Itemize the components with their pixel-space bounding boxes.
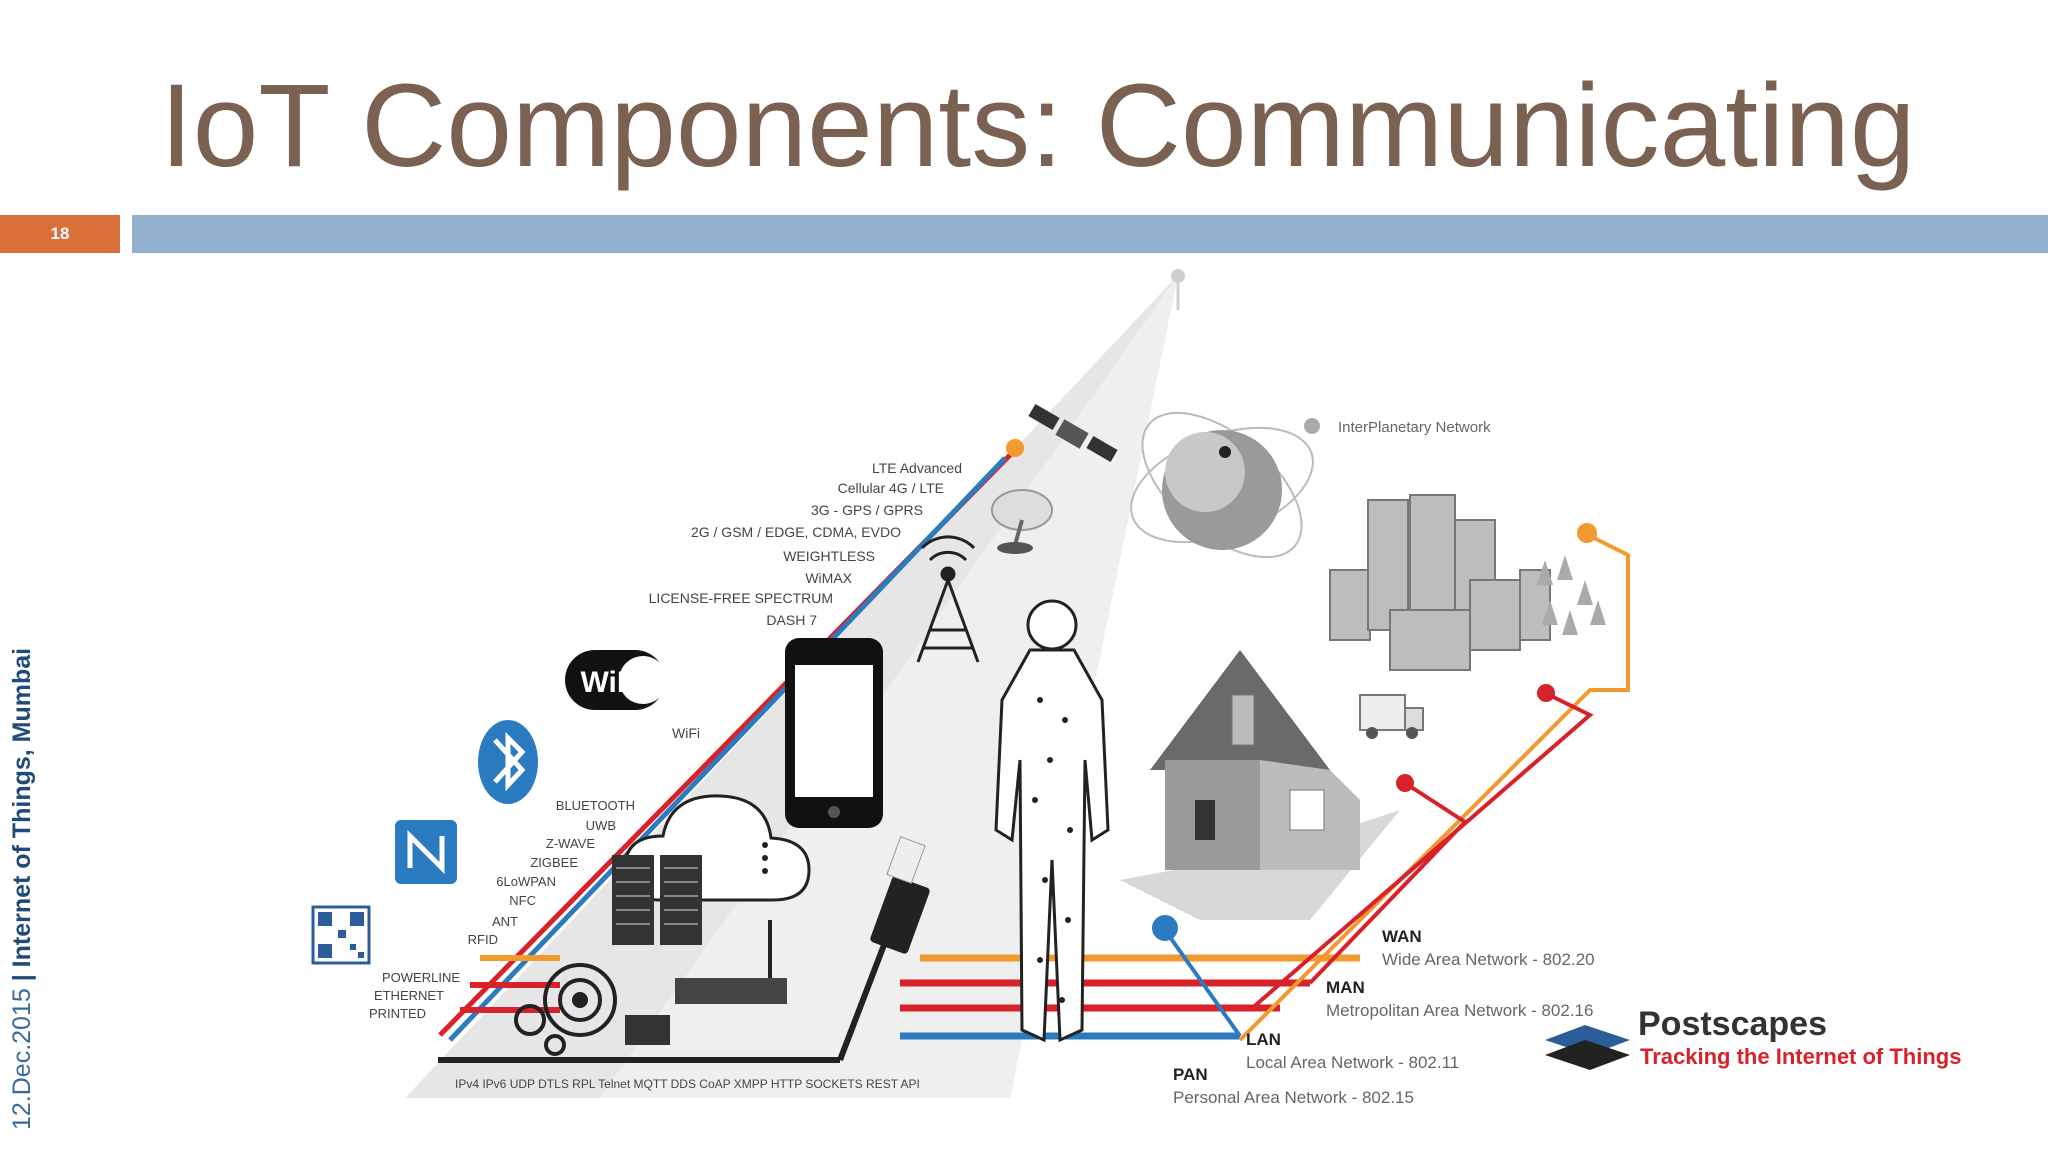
short-range-labels: BLUETOOTH UWB Z-WAVE ZIGBEE 6LoWPAN NFC … (468, 798, 635, 947)
globe-icon (1130, 411, 1314, 559)
trees (1537, 555, 1606, 635)
long-range-label: DASH 7 (766, 612, 817, 628)
red-connector-2 (1308, 781, 1469, 985)
short-range-label: ZIGBEE (530, 855, 578, 870)
postscapes-logo: Postscapes Tracking the Internet of Thin… (1545, 1005, 1961, 1070)
wired-label: ETHERNET (374, 988, 444, 1003)
interplanetary-dot (1304, 418, 1320, 434)
city-buildings (1329, 494, 1551, 671)
lan-desc: Local Area Network - 802.11 (1246, 1053, 1459, 1072)
wan-desc: Wide Area Network - 802.20 (1382, 950, 1595, 969)
wired-label: POWERLINE (382, 970, 460, 985)
slide-number: 18 (0, 215, 120, 253)
lan-title: LAN (1246, 1030, 1281, 1049)
antenna-icon (514, 963, 617, 1056)
red-connector (1248, 691, 1594, 1012)
short-range-label: ANT (492, 914, 518, 929)
pan-desc: Personal Area Network - 802.15 (1173, 1088, 1414, 1107)
short-range-label: UWB (586, 818, 616, 833)
long-range-label: 3G - GPS / GPRS (811, 502, 923, 518)
satellite-dish-icon (991, 489, 1053, 554)
wifi-logo-text: WiFi (580, 666, 643, 699)
man-desc: Metropolitan Area Network - 802.16 (1326, 1001, 1593, 1020)
qr-code-icon (311, 905, 371, 965)
interplanetary-label: InterPlanetary Network (1338, 419, 1491, 436)
line-blue-long (448, 456, 1007, 1042)
pan-title: PAN (1173, 1065, 1208, 1084)
wired-labels: POWERLINE ETHERNET PRINTED (369, 970, 460, 1021)
long-range-label: 2G / GSM / EDGE, CDMA, EVDO (691, 524, 901, 540)
short-range-label: NFC (509, 893, 536, 908)
slide-title: IoT Components: Communicating (160, 60, 1916, 192)
cell-tower-icon (916, 535, 980, 663)
red-node-house (1396, 774, 1414, 792)
orange-node (1577, 523, 1597, 543)
long-range-label: WiMAX (805, 570, 852, 586)
short-range-label: 6LoWPAN (496, 874, 556, 889)
orange-connector (1238, 533, 1630, 1042)
short-range-label: BLUETOOTH (556, 798, 635, 813)
smartphone-icon (785, 638, 883, 828)
title-rule (132, 215, 2048, 253)
satellite-icon (1028, 403, 1118, 463)
wan-title: WAN (1382, 927, 1422, 946)
long-range-label: LTE Advanced (872, 460, 962, 476)
ethernet-plug-icon (870, 836, 930, 954)
ethernet-device-icon (625, 1015, 670, 1045)
man-title: MAN (1326, 978, 1365, 997)
wifi-logo: WiFi (565, 650, 667, 710)
blue-node (1152, 915, 1178, 941)
person-silhouette (994, 599, 1110, 1043)
bluetooth-icon (478, 720, 538, 804)
blue-connector (1163, 928, 1242, 1038)
red-node-top (1537, 684, 1555, 702)
brand-name: Postscapes (1638, 1005, 1827, 1043)
person-network-dots (1032, 697, 1073, 1003)
wired-label: PRINTED (369, 1006, 426, 1021)
satellite-node (1006, 439, 1024, 457)
house-icon (1120, 650, 1400, 920)
network-labels: WAN Wide Area Network - 802.20 MAN Metro… (1173, 927, 1595, 1107)
server-rack-icon (612, 855, 702, 945)
long-range-label: Cellular 4G / LTE (838, 480, 944, 496)
router-icon (675, 920, 787, 1004)
delivery-truck-icon (1359, 694, 1424, 739)
wifi-label: WiFi (672, 725, 700, 741)
long-range-labels: LTE Advanced Cellular 4G / LTE 3G - GPS … (649, 460, 962, 628)
brand-tagline: Tracking the Internet of Things (1640, 1044, 1961, 1069)
long-range-label: WEIGHTLESS (783, 548, 875, 564)
short-range-label: Z-WAVE (546, 836, 595, 851)
short-range-label: RFID (468, 932, 498, 947)
protocols-label: IPv4 IPv6 UDP DTLS RPL Telnet MQTT DDS C… (455, 1077, 920, 1091)
long-range-label: LICENSE-FREE SPECTRUM (649, 590, 833, 606)
nfc-icon (395, 820, 457, 884)
